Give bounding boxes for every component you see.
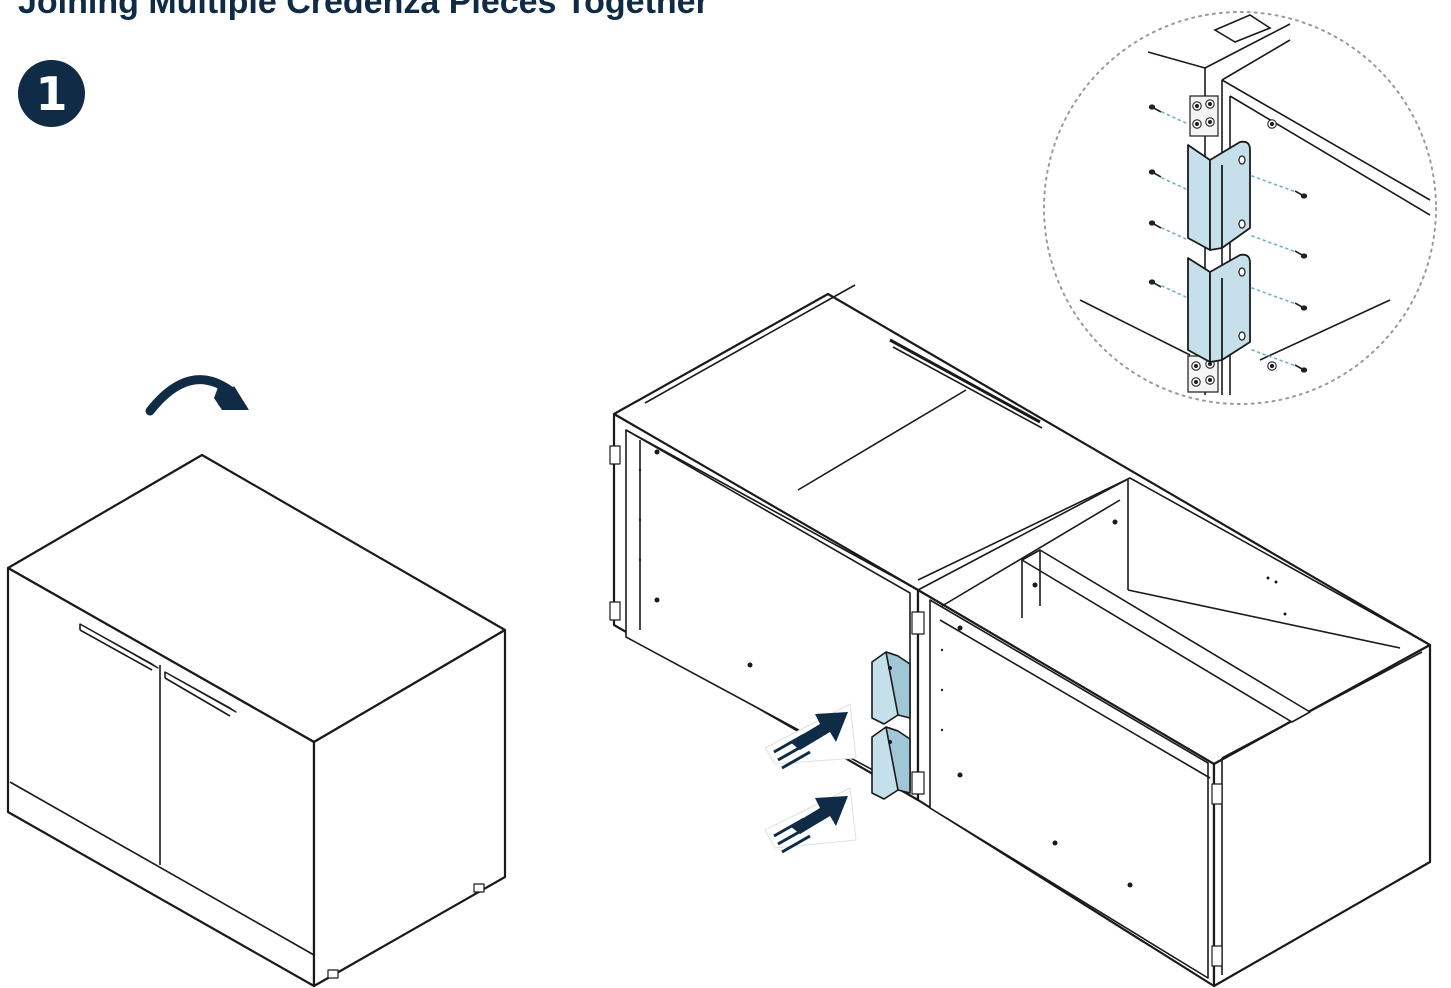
push-arrow-icon bbox=[764, 703, 857, 770]
page-title: Joining Multiple Credenza Pieces Togethe… bbox=[18, 0, 709, 21]
detail-callout bbox=[1043, 11, 1437, 405]
credenza-joined-assembly bbox=[609, 284, 1432, 988]
credenza-closed bbox=[6, 453, 507, 988]
push-arrow-icon bbox=[764, 787, 857, 854]
step-number-badge: 1 bbox=[18, 60, 85, 127]
rotate-arrow-icon bbox=[145, 375, 249, 416]
bracket-icon bbox=[871, 651, 911, 800]
